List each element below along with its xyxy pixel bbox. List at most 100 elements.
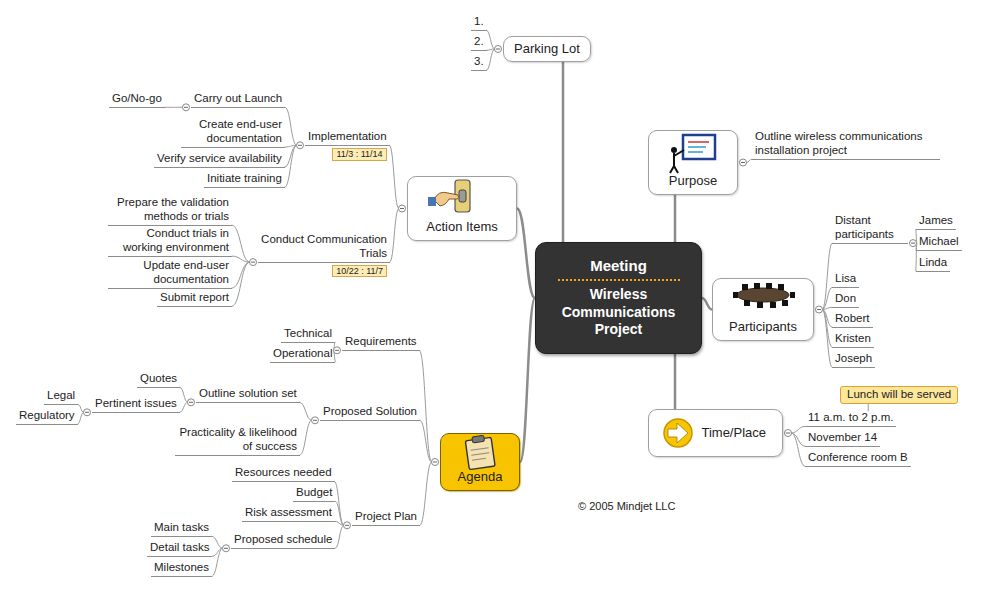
topic-text: Lisa	[832, 272, 859, 288]
subtopic: Resources needed	[232, 466, 335, 482]
topic-text: Outline solution set	[196, 387, 300, 403]
collapse-marker	[183, 104, 190, 111]
subtopic: Michael	[916, 235, 962, 251]
subtopic: Go/No-go	[109, 92, 165, 108]
branch-line	[747, 159, 753, 162]
subtopic: Risk assessment	[242, 506, 335, 522]
topic-text: Proposed schedule	[231, 533, 335, 549]
purpose-icon	[670, 135, 715, 173]
branch-line	[285, 145, 297, 167]
collapse-marker	[345, 525, 349, 526]
topic-text: Implementation	[305, 130, 390, 146]
branch-line	[165, 107, 183, 108]
collapse-marker	[334, 347, 341, 354]
collapse-marker	[741, 162, 745, 163]
subtopic: Requirements	[342, 335, 420, 351]
branch-line	[487, 49, 495, 50]
collapse-marker	[85, 412, 89, 413]
branch-line	[823, 310, 833, 348]
topic-text: Detail tasks	[147, 541, 212, 557]
subtopic: Regulatory	[16, 409, 78, 425]
branch-line	[823, 310, 833, 368]
participants-icon	[733, 283, 795, 308]
topic-text: Regulatory	[16, 409, 78, 425]
branch-line	[335, 481, 344, 525]
branch-line	[702, 298, 712, 310]
subtopic: Outline wireless communications installa…	[752, 130, 940, 160]
branch-line	[420, 462, 431, 525]
collapse-marker	[224, 548, 228, 549]
branch-line	[517, 209, 535, 299]
subtopic: 11 a.m. to 2 p.m.	[805, 411, 896, 427]
collapse-marker	[344, 522, 351, 529]
collapse-marker	[816, 306, 823, 313]
date-badge: 10/22 : 11/7	[332, 265, 387, 278]
topic-text: Resources needed	[232, 466, 335, 482]
subtopic: Create end-user documentation	[181, 118, 285, 148]
branch-line	[390, 145, 399, 208]
branch-line	[232, 225, 250, 262]
main-topic-box: Agenda	[440, 433, 520, 491]
branch-line	[285, 145, 297, 147]
topic-text: Distant participants	[832, 214, 908, 244]
topic-text: Technical	[281, 327, 335, 343]
branch-line	[180, 402, 188, 412]
topic-text: Quotes	[137, 372, 180, 388]
topic-text: Prepare the validation methods or trials	[108, 196, 232, 226]
subtopic: Carry out Launch	[191, 92, 285, 108]
branch-line	[674, 195, 677, 242]
branch-line	[520, 298, 535, 462]
collapse-marker	[250, 259, 257, 266]
agenda-fill	[441, 434, 521, 492]
collapse-marker	[297, 142, 304, 149]
topic-text: 3.	[471, 55, 487, 71]
branch-line	[232, 262, 250, 288]
branch-line	[232, 262, 249, 306]
subtopic: Implementation 11/3 : 11/14	[305, 130, 390, 161]
subtopic: Don	[832, 292, 859, 308]
branch-line	[823, 243, 833, 309]
topic-text: Participants	[729, 319, 797, 335]
collapse-marker	[335, 350, 339, 351]
topic-text: Legal	[44, 389, 78, 405]
action-items-icon	[428, 180, 470, 212]
branch-line	[212, 548, 223, 576]
topic-text: Operational	[270, 347, 335, 363]
topic-text: Submit report	[157, 291, 232, 307]
subtopic: Project Plan	[352, 510, 420, 526]
topic-text: Action Items	[426, 219, 498, 235]
branch-line	[487, 30, 495, 49]
agenda-icon	[465, 434, 495, 469]
collapse-marker	[911, 243, 915, 244]
collapse-marker	[740, 159, 747, 166]
topic-text: Agenda	[458, 469, 503, 485]
topic-text: Project Plan	[352, 510, 420, 526]
topic-text: Time/Place	[701, 425, 766, 441]
branch-line	[823, 310, 833, 328]
subtopic: Joseph	[832, 352, 875, 368]
subtopic: Conference room B	[805, 451, 911, 467]
topic-text: Lunch will be served	[847, 388, 951, 402]
date-badge: Wireless Communications Project	[558, 286, 680, 339]
collapse-marker	[496, 49, 500, 50]
date-badge: 11/3 : 11/14	[332, 148, 386, 161]
subtopic: Proposed Solution	[320, 405, 420, 421]
branch-line	[792, 426, 806, 433]
topic-text: Meeting	[558, 257, 680, 281]
collapse-marker	[785, 430, 792, 437]
topic-text: Requirements	[342, 335, 420, 351]
topic-text: Create end-user documentation	[181, 118, 285, 148]
topic-text: James	[916, 214, 956, 230]
branch-line	[180, 387, 187, 402]
topic-text: Conduct Communication Trials	[258, 233, 390, 263]
branch-line	[562, 62, 565, 242]
branch-line	[78, 404, 83, 412]
subtopic: Main tasks	[151, 521, 212, 537]
topic-text: Proposed Solution	[320, 405, 420, 421]
collapse-marker	[184, 107, 188, 108]
collapse-marker	[786, 433, 790, 434]
branch-line	[792, 433, 806, 466]
branch-line	[335, 525, 343, 548]
subtopic: Distant participants	[832, 214, 908, 244]
subtopic: Kristen	[832, 332, 874, 348]
